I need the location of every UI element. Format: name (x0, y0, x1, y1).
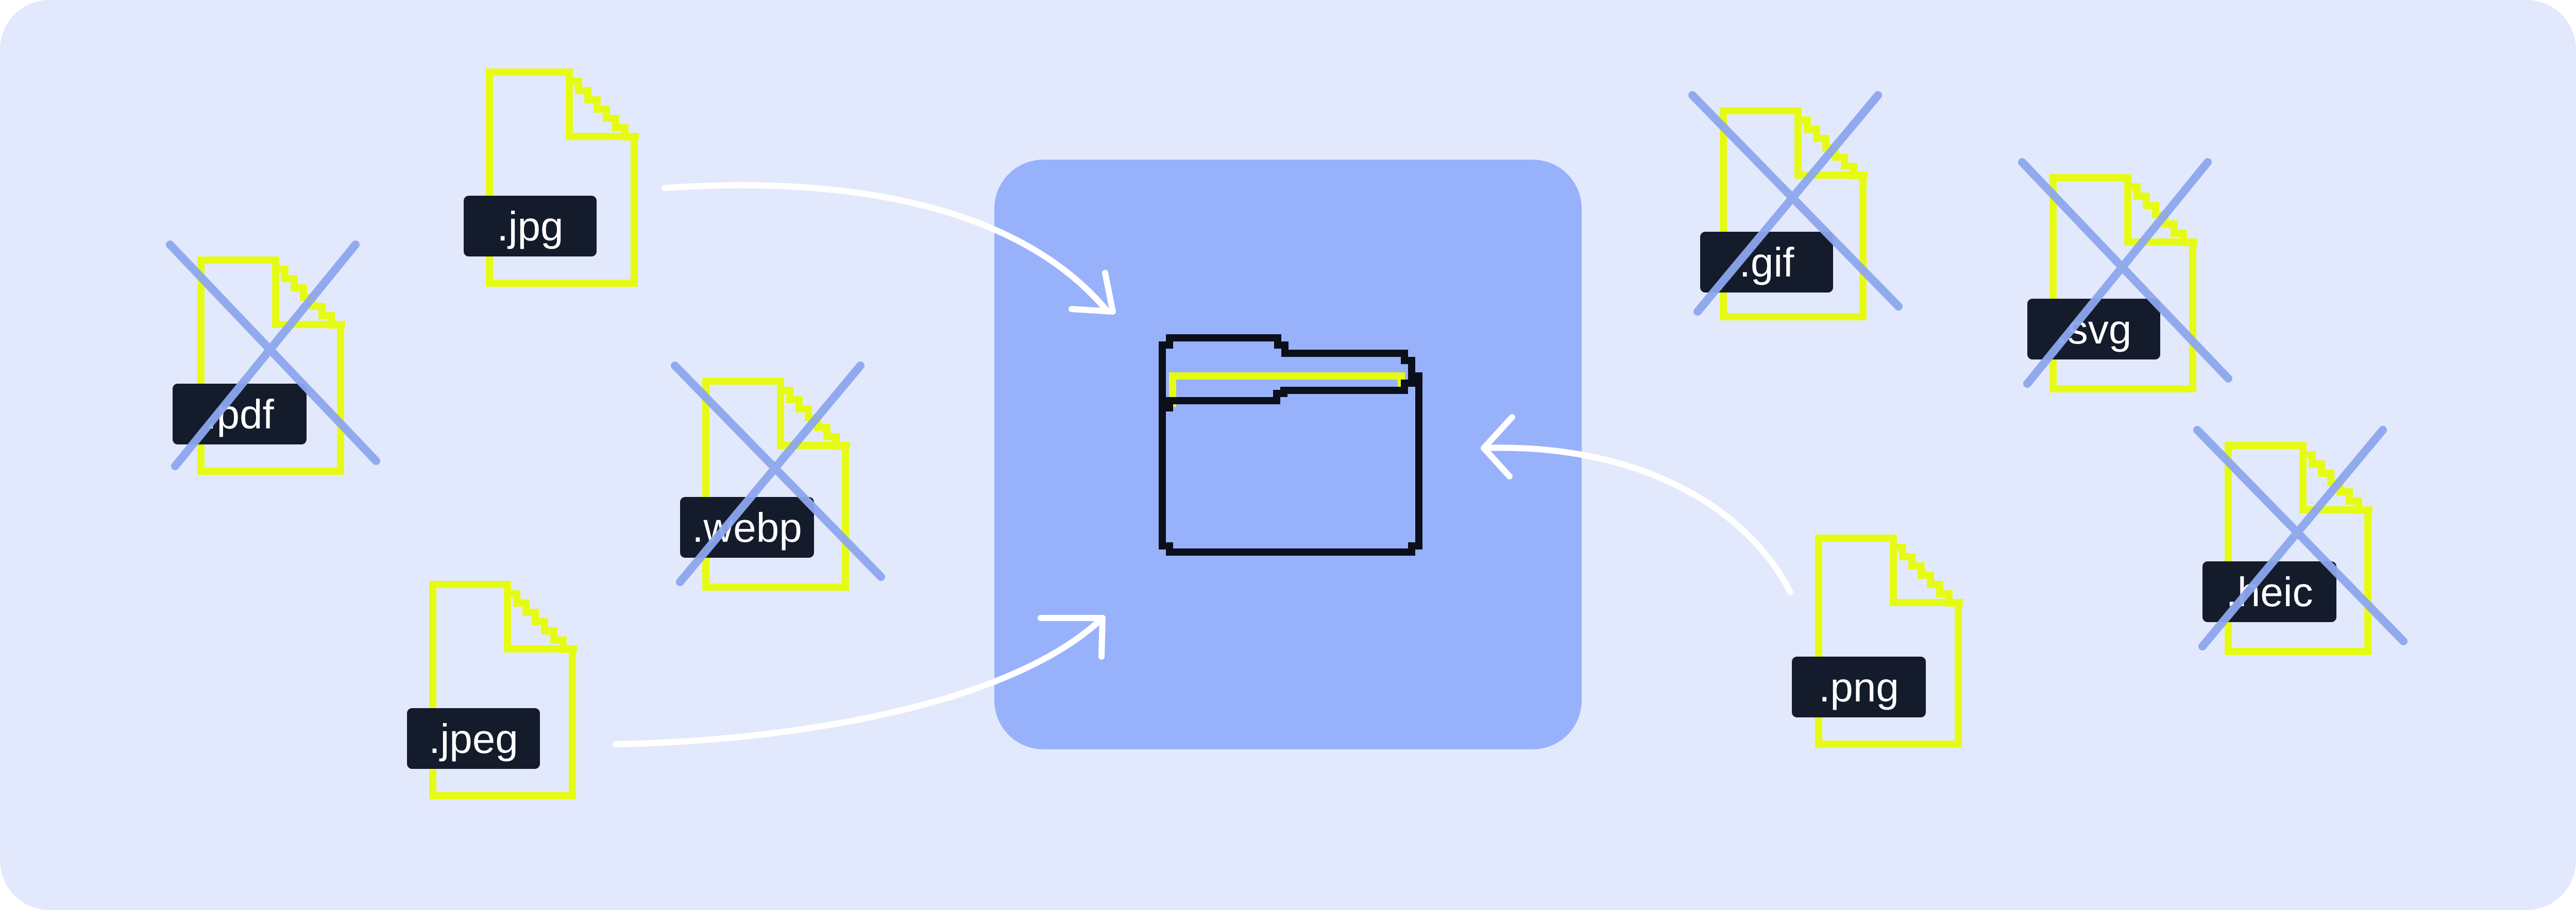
file-svg[interactable]: .svg (2018, 158, 2232, 392)
folder-back-outline (1159, 334, 1415, 420)
file-fold-icon (1890, 538, 1963, 606)
arrow-jpeg-to-drop-zone (613, 615, 1106, 747)
arrow-jpg-head (1069, 270, 1116, 315)
file-pdf[interactable]: .pdf (166, 241, 380, 475)
cross-stroke-b (2198, 426, 2387, 650)
arrows-group (613, 182, 1793, 747)
rejected-cross-icon (2193, 426, 2408, 650)
file-jpg[interactable]: .jpg (464, 68, 639, 287)
file-png[interactable]: .png (1792, 535, 1963, 748)
folder-icon (1159, 334, 1422, 556)
drop-zone[interactable] (994, 160, 1582, 749)
cross-stroke-b (1693, 91, 1882, 316)
file-label: .heic (2226, 569, 2313, 615)
cross-stroke-a (2018, 158, 2232, 383)
arrow-png-head (1481, 414, 1515, 479)
file-fold-icon (2124, 178, 2197, 246)
cross-stroke-b (676, 362, 865, 586)
file-label: .png (1819, 664, 1899, 710)
file-fold-icon (566, 72, 639, 140)
cross-stroke-a (1688, 91, 1903, 311)
file-types-layer: .jpg .pdf .webp .jpeg .gif .svg .heic .png (166, 68, 2408, 799)
file-label-background (1792, 657, 1926, 717)
file-fold-icon (777, 381, 850, 449)
file-label: .jpeg (429, 716, 518, 762)
folder-front-outline (1159, 372, 1422, 556)
cross-stroke-a (671, 362, 885, 581)
rejected-cross-icon (2018, 158, 2232, 388)
file-fold-icon (272, 260, 345, 328)
arrow-jpeg-head (1038, 615, 1106, 660)
file-gif[interactable]: .gif (1688, 91, 1903, 320)
rejected-cross-icon (1688, 91, 1903, 316)
cross-stroke-b (2023, 158, 2212, 388)
rejected-cross-icon (671, 362, 885, 586)
file-jpeg[interactable]: .jpeg (407, 581, 577, 799)
rejected-cross-icon (166, 241, 380, 470)
arrow-png-to-drop-zone (1481, 444, 1793, 595)
file-label-background (464, 196, 597, 256)
file-fold-icon (2299, 445, 2372, 513)
arrow-jpg-to-drop-zone (662, 182, 1111, 315)
file-webp[interactable]: .webp (671, 362, 885, 591)
file-heic[interactable]: .heic (2193, 426, 2408, 655)
file-label-background (407, 708, 540, 769)
cross-stroke-b (171, 241, 360, 470)
file-label: .jpg (497, 203, 564, 249)
cross-stroke-a (166, 241, 380, 465)
file-fold-icon (504, 585, 577, 653)
cross-stroke-a (2193, 426, 2408, 645)
file-label-background (1700, 232, 1833, 293)
file-fold-icon (1794, 111, 1868, 179)
